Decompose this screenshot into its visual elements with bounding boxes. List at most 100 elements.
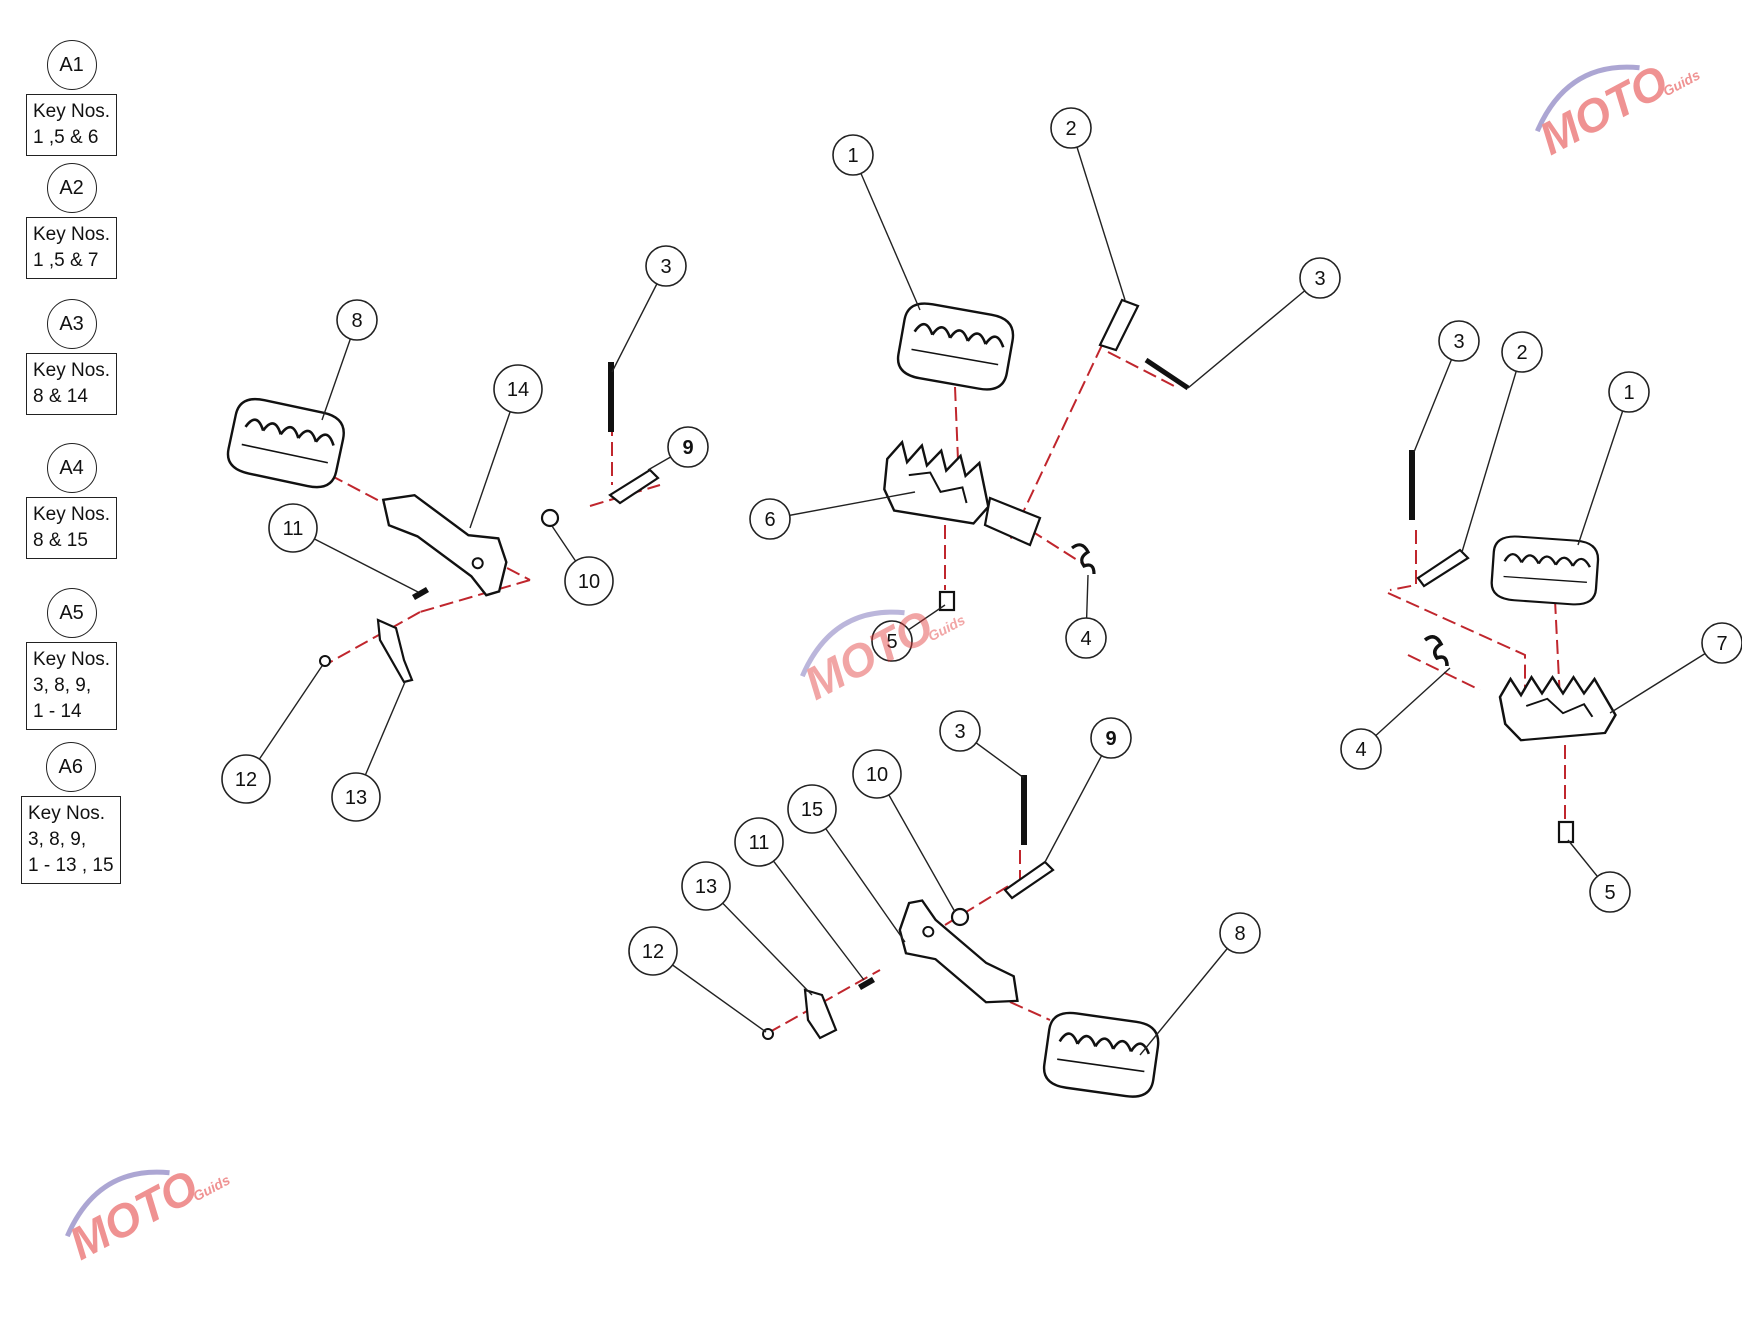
callout-number: 3 [954, 721, 965, 743]
right-assembly [1387, 450, 1617, 844]
pin-part [1409, 450, 1415, 520]
callout: 3 [939, 710, 1025, 779]
clevis-pin-part [608, 468, 660, 505]
clevis-pin-part [1003, 860, 1055, 900]
callout: 8 [1139, 912, 1261, 1056]
watermark-swoosh [65, 1169, 170, 1238]
callout: 4 [1065, 574, 1107, 659]
explode-line [1387, 530, 1566, 822]
callout: 8 [321, 299, 378, 421]
key-parts: 1 ,5 & 6 [33, 127, 99, 148]
callout-number: 9 [682, 437, 693, 459]
watermark-top-right: MOTO Guids [1531, 54, 1703, 164]
washer-part [540, 508, 560, 528]
callout-number: 3 [1453, 331, 1464, 353]
assembly-tag: A3 [46, 299, 97, 349]
callout: 10 [852, 749, 956, 913]
callout: 9 [647, 426, 709, 471]
spring-part [412, 587, 429, 600]
assembly-legend: A1 Key Nos. 1 ,5 & 6 A2 Key Nos. 1 ,5 & … [0, 0, 140, 900]
key-label: Key Nos. [33, 649, 111, 670]
plate-part [376, 618, 414, 684]
foot-peg-rubber-part [893, 298, 1018, 395]
callout-number: 3 [1314, 268, 1325, 290]
key-parts: 3, 8, 9, 1 - 14 [33, 675, 92, 722]
assembly-a3: A3 Key Nos. 8 & 14 [26, 299, 118, 415]
foot-peg-rubber-part [223, 393, 349, 493]
callout: 2 [1461, 331, 1543, 553]
peg-mount-part [983, 496, 1042, 547]
pin-part [1144, 357, 1190, 391]
callout: 11 [268, 503, 419, 593]
watermark-swoosh [1535, 64, 1640, 133]
callout-number: 3 [660, 256, 671, 278]
callout: 13 [331, 681, 406, 822]
assembly-key-box: Key Nos. 3, 8, 9, 1 - 14 [26, 642, 118, 730]
assembly-tag: A6 [45, 742, 96, 792]
assembly-key-box: Key Nos. 8 & 14 [26, 353, 118, 415]
spring-part [1071, 543, 1096, 575]
callout-number: 10 [866, 764, 888, 786]
callout-layer: 3 8 14 9 11 10 12 13 1 2 3 6 5 4 3 2 1 7… [221, 107, 1742, 1056]
assembly-key-box: Key Nos. 3, 8, 9, 1 - 13 , 15 [21, 796, 121, 884]
callout-number: 8 [1234, 923, 1245, 945]
callout: 9 [1044, 717, 1132, 863]
callout: 10 [551, 525, 614, 606]
callout-number: 1 [1623, 382, 1634, 404]
top-center-assembly [873, 298, 1190, 612]
plate-part [803, 988, 838, 1040]
key-label: Key Nos. [33, 504, 111, 525]
callout-number: 10 [578, 571, 600, 593]
assembly-tag: A5 [46, 588, 97, 638]
callout: 1 [832, 134, 921, 311]
serrated-peg-part [1498, 675, 1617, 742]
callout: 5 [871, 604, 946, 662]
callout: 5 [1567, 839, 1631, 913]
washer-part [950, 907, 970, 927]
pin-part [1021, 775, 1027, 845]
callout-number: 14 [507, 379, 529, 401]
key-parts: 8 & 14 [33, 386, 88, 407]
key-parts: 1 ,5 & 7 [33, 250, 99, 271]
callout-number: 2 [1516, 342, 1527, 364]
callout: 7 [1609, 622, 1742, 714]
assembly-tag: A1 [46, 40, 97, 90]
peg-bracket-part [368, 488, 517, 599]
callout: 4 [1340, 667, 1451, 770]
pin-part [608, 362, 614, 432]
callout: 2 [1050, 107, 1126, 301]
callout-number: 7 [1716, 633, 1727, 655]
key-parts: 3, 8, 9, 1 - 13 , 15 [28, 829, 114, 876]
assembly-a2: A2 Key Nos. 1 ,5 & 7 [26, 163, 118, 279]
clevis-pin-part [1416, 548, 1470, 588]
callout: 15 [787, 784, 906, 943]
callout: 13 [681, 861, 813, 996]
callout-number: 4 [1355, 739, 1366, 761]
assembly-tag: A2 [46, 163, 97, 213]
assembly-a5: A5 Key Nos. 3, 8, 9, 1 - 14 [26, 588, 118, 730]
callout-number: 12 [235, 769, 257, 791]
assembly-key-box: Key Nos. 8 & 15 [26, 497, 118, 559]
bolt-part [1557, 820, 1575, 844]
callout-number: 11 [749, 832, 770, 854]
callout: 12 [628, 926, 767, 1033]
callout-number: 6 [764, 509, 775, 531]
assembly-a1: A1 Key Nos. 1 ,5 & 6 [26, 40, 118, 156]
callout: 3 [611, 245, 687, 373]
callout-number: 8 [351, 310, 362, 332]
callout-number: 5 [1604, 882, 1615, 904]
watermark-swoosh [800, 609, 905, 678]
callout: 12 [221, 665, 323, 804]
callout-number: 9 [1105, 728, 1116, 750]
assembly-key-box: Key Nos. 1 ,5 & 6 [26, 94, 118, 156]
callout: 6 [749, 491, 916, 540]
callout-number: 5 [886, 631, 897, 653]
left-assembly [223, 362, 661, 684]
callout: 3 [1413, 320, 1480, 453]
assembly-key-box: Key Nos. 1 ,5 & 7 [26, 217, 118, 279]
watermark-sub: Guids [190, 1171, 233, 1204]
key-label: Key Nos. [33, 224, 111, 245]
explode-line [944, 344, 1179, 590]
callout: 1 [1577, 371, 1650, 546]
